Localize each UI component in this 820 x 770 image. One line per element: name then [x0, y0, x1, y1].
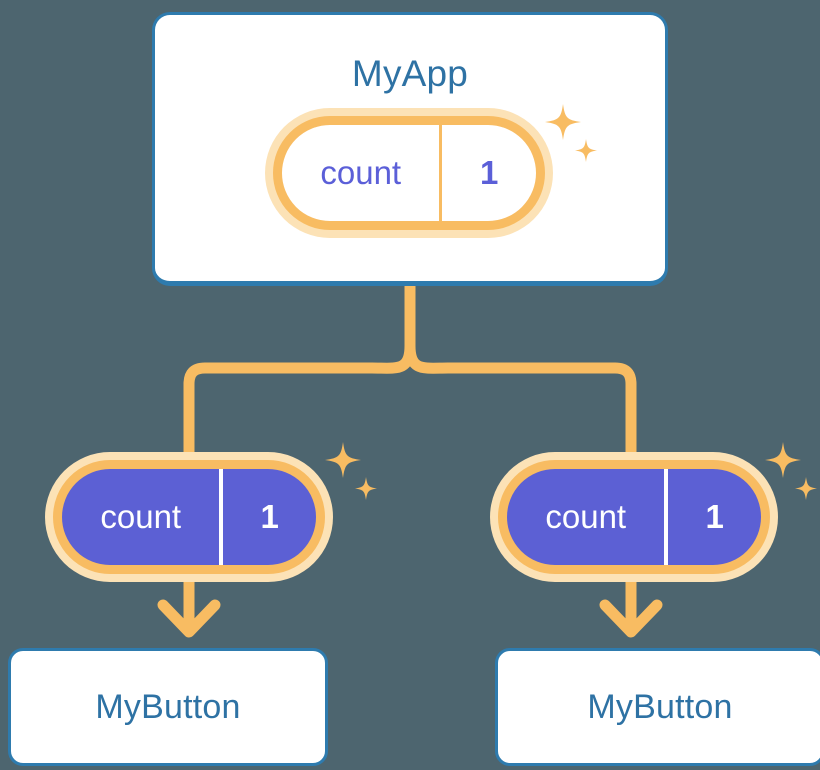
state-key-label: count: [320, 154, 402, 191]
component-card-mybutton-left[interactable]: MyButton: [8, 648, 328, 766]
component-title-mybutton: MyButton: [587, 687, 733, 726]
state-pill-branch-left[interactable]: count 1: [45, 452, 333, 582]
state-key-label: count: [100, 498, 182, 535]
state-pill-ring: count 1: [498, 460, 770, 574]
state-pill-ring: count 1: [53, 460, 325, 574]
state-value-label: 1: [664, 469, 761, 565]
component-title-mybutton: MyButton: [95, 687, 241, 726]
state-pill-branch-right[interactable]: count 1: [490, 452, 778, 582]
arrowhead-right: [599, 599, 663, 638]
state-value-label: 1: [219, 469, 316, 565]
state-key-label: count: [545, 498, 627, 535]
arrowhead-left: [157, 599, 221, 638]
component-title-myapp: MyApp: [351, 53, 469, 94]
state-pill-ring: count 1: [273, 116, 545, 230]
state-value-label: 1: [439, 125, 536, 221]
state-pill-root[interactable]: count 1: [265, 108, 553, 238]
connector-branch-left: [183, 340, 416, 476]
component-card-mybutton-right[interactable]: MyButton: [495, 648, 820, 766]
connector-branch-right: [404, 340, 637, 476]
